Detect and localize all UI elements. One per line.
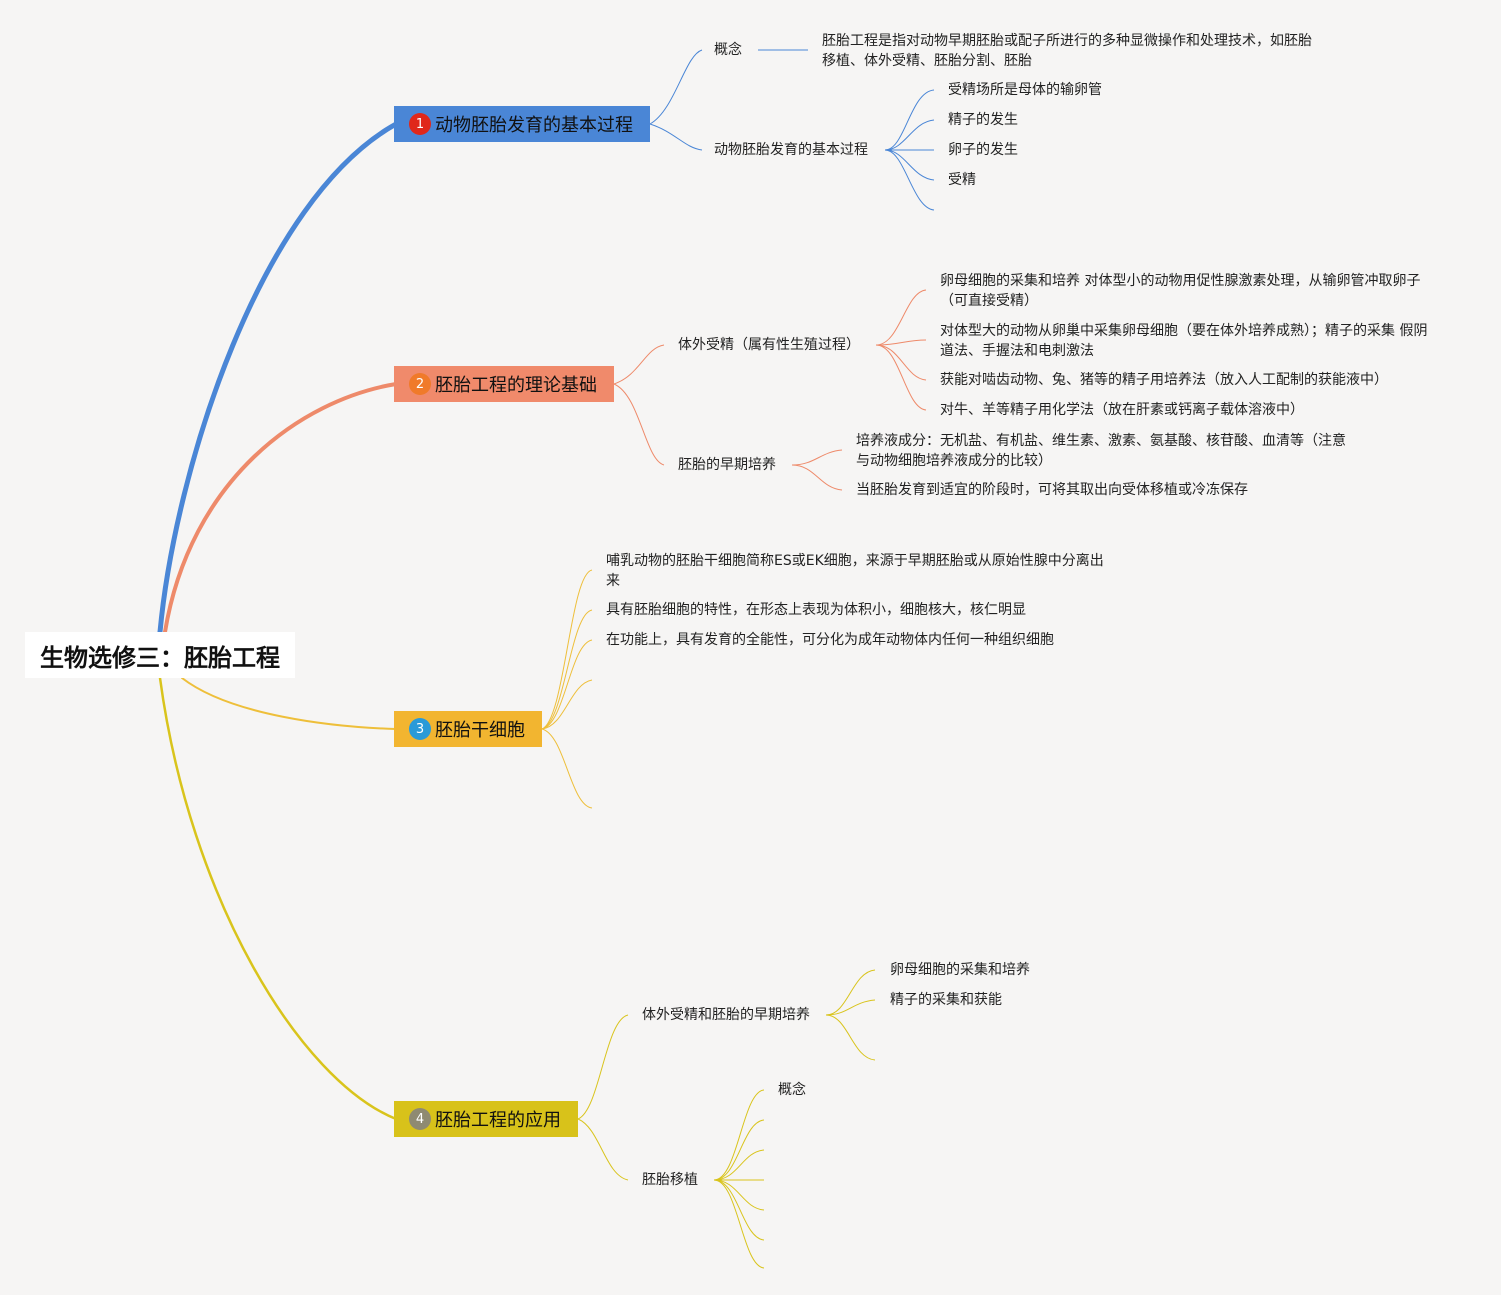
number-3-icon: 3 — [409, 718, 431, 740]
b1-process-item[interactable]: 卵子的发生 — [948, 142, 1018, 158]
b2-culture[interactable]: 胚胎的早期培养 — [678, 457, 776, 473]
branch-3-topic[interactable]: 3 胚胎干细胞 — [394, 711, 542, 747]
branch-3-label: 胚胎干细胞 — [435, 720, 525, 741]
b2-ivf[interactable]: 体外受精（属有性生殖过程） — [678, 337, 860, 353]
b3-item[interactable]: 具有胚胎细胞的特性，在形态上表现为体积小，细胞核大，核仁明显 — [606, 602, 1026, 618]
b2-ivf-item[interactable]: 对牛、羊等精子用化学法（放在肝素或钙离子载体溶液中） — [940, 402, 1304, 418]
b4-transfer[interactable]: 胚胎移植 — [642, 1172, 698, 1188]
root-branch4-line — [158, 676, 398, 1121]
branch-1-topic[interactable]: 1 动物胚胎发育的基本过程 — [394, 106, 650, 142]
b1-process-item[interactable]: 受精场所是母体的输卵管 — [948, 82, 1102, 98]
b1-process-item[interactable]: 精子的发生 — [948, 112, 1018, 128]
branch-4-topic[interactable]: 4 胚胎工程的应用 — [394, 1101, 578, 1137]
root-topic[interactable]: 生物选修三：胚胎工程 — [25, 632, 295, 678]
b4-ivf-culture-item[interactable]: 精子的采集和获能 — [890, 992, 1002, 1008]
b2-ivf-item[interactable]: 对体型大的动物从卵巢中采集卵母细胞（要在体外培养成熟）；精子的采集 假阴道法、手… — [940, 323, 1428, 359]
b3-item[interactable]: 哺乳动物的胚胎干细胞简称ES或EK细胞，来源于早期胚胎或从原始性腺中分离出来 — [606, 553, 1104, 589]
branch-4-label: 胚胎工程的应用 — [435, 1110, 561, 1131]
b1-process[interactable]: 动物胚胎发育的基本过程 — [714, 142, 868, 158]
branch-2-label: 胚胎工程的理论基础 — [435, 375, 597, 396]
root-title: 生物选修三：胚胎工程 — [40, 643, 280, 672]
b1-process-item[interactable]: 受精 — [948, 172, 976, 188]
b3-item[interactable]: 在功能上，具有发育的全能性，可分化为成年动物体内任何一种组织细胞 — [606, 632, 1054, 648]
root-branch2-line — [163, 382, 398, 634]
b1-concept[interactable]: 概念 — [714, 42, 742, 58]
b4-ivf-culture-item[interactable]: 卵母细胞的采集和培养 — [890, 962, 1030, 978]
b1-concept-text[interactable]: 胚胎工程是指对动物早期胚胎或配子所进行的多种显微操作和处理技术，如胚胎移植、体外… — [822, 33, 1312, 69]
b2-ivf-item[interactable]: 卵母细胞的采集和培养 对体型小的动物用促性腺激素处理，从输卵管冲取卵子（可直接受… — [940, 273, 1421, 309]
b4-transfer-item[interactable]: 概念 — [778, 1082, 806, 1098]
b2-culture-item[interactable]: 培养液成分：无机盐、有机盐、维生素、激素、氨基酸、核苷酸、血清等（注意与动物细胞… — [856, 433, 1346, 469]
b2-culture-item[interactable]: 当胚胎发育到适宜的阶段时，可将其取出向受体移植或冷冻保存 — [856, 482, 1248, 498]
root-branch3-line — [181, 677, 397, 730]
b2-ivf-item[interactable]: 获能对啮齿动物、兔、猪等的精子用培养法（放入人工配制的获能液中） — [940, 372, 1388, 388]
number-1-icon: 1 — [409, 113, 431, 135]
b4-ivf-culture[interactable]: 体外受精和胚胎的早期培养 — [642, 1007, 810, 1023]
number-4-icon: 4 — [409, 1108, 431, 1130]
branch-1-label: 动物胚胎发育的基本过程 — [435, 115, 633, 136]
branch-2-topic[interactable]: 2 胚胎工程的理论基础 — [394, 366, 614, 402]
number-2-icon: 2 — [409, 373, 431, 395]
root-branch1-line — [157, 121, 399, 635]
